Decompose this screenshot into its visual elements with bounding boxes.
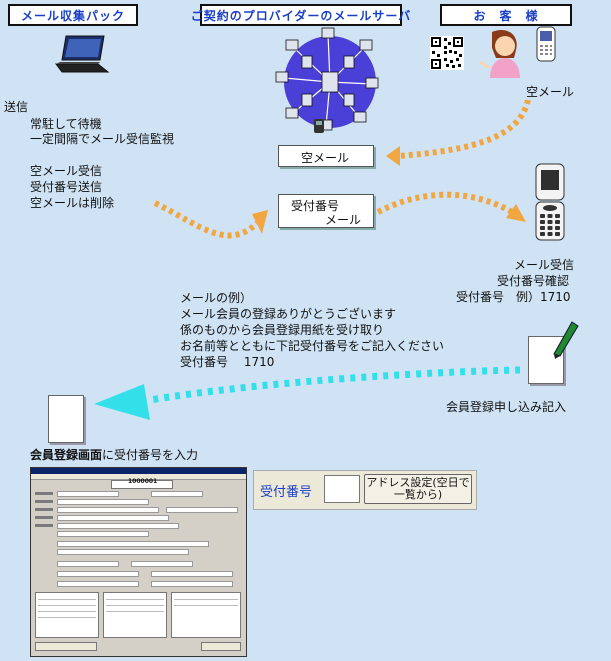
address-setting-button-label: アドレス設定(空日で一覧から): [366, 476, 470, 501]
arrow-customer-to-server: [397, 99, 531, 159]
registration-caption-rest: に受付番号を入力: [102, 448, 199, 462]
arrow-server-to-pack: [153, 200, 265, 239]
thumb-menubar: [31, 474, 246, 480]
arrow-server-to-pack-head: [252, 210, 268, 234]
thumb-field: [57, 531, 149, 537]
note-mail-received: メール受信: [514, 258, 575, 272]
thumb-field: [57, 541, 209, 547]
reception-mail-box: 受付番号 メール: [278, 194, 374, 228]
thumb-grid: [35, 592, 99, 638]
example-mail-line3: 係のものから会員登録用紙を受け取り: [180, 323, 385, 337]
note-application: 会員登録申し込み記入: [446, 400, 567, 414]
registration-paper-icon: [48, 395, 84, 443]
empty-mail-box-label: 空メール: [301, 151, 350, 165]
registration-caption: 会員登録画面に受付番号を入力: [30, 448, 198, 463]
arrow-customer-to-server-head: [386, 146, 400, 166]
thumb-field: [57, 549, 189, 555]
thumb-field: [57, 561, 119, 567]
thumb-field: [57, 507, 159, 513]
note-send-number: 受付番号送信: [30, 180, 103, 194]
thumb-field: [57, 515, 169, 521]
thumb-field: [166, 507, 238, 513]
thumb-field: [151, 581, 233, 587]
mobile-phone-icon: [536, 26, 556, 62]
thumb-field: [151, 571, 233, 577]
header-provider-server: ご契約のプロバイダーのメールサーバ: [191, 4, 410, 26]
note-monitor: 一定間隔でメール受信監視: [30, 132, 175, 146]
laptop-icon: [55, 35, 110, 73]
reception-box-line1: 受付番号: [291, 199, 340, 213]
arrow-reception-to-phone-head: [506, 204, 526, 222]
thumb-grid: [103, 592, 167, 638]
example-mail-line4: お名前等とともに下記受付番号をご記入ください: [180, 339, 445, 353]
thumb-number-text: 1000001: [128, 478, 158, 485]
thumb-field: [57, 491, 119, 497]
server-network-icon: [275, 27, 379, 131]
thumb-titlebar: [31, 468, 246, 474]
thumb-label: [35, 508, 53, 511]
thumb-field: [57, 571, 139, 577]
thumb-button: [201, 642, 241, 651]
header-mail-pack: メール収集パック: [8, 4, 138, 26]
thumb-label: [35, 516, 53, 519]
thumb-label: [35, 500, 53, 503]
empty-mail-box: 空メール: [278, 145, 374, 167]
note-standby: 常駐して待機: [30, 117, 102, 131]
pen-icon: [553, 321, 579, 359]
flip-phone-icon: [535, 163, 565, 241]
thumb-field: [151, 491, 203, 497]
note-customer-empty-mail: 空メール: [526, 85, 575, 99]
arrow-application-to-registration-head: [94, 384, 150, 420]
header-customer: お 客 様: [440, 4, 572, 26]
thumb-field: [131, 561, 193, 567]
customer-person-icon: [479, 30, 520, 78]
registration-screen-thumbnail: 1000001: [30, 467, 247, 657]
thumb-field: [57, 581, 139, 587]
example-mail-line2: メール会員の登録ありがとうございます: [180, 307, 397, 321]
reception-number-input[interactable]: [324, 475, 360, 503]
arrow-reception-to-phone: [376, 191, 514, 215]
application-paper-icon: [528, 336, 564, 384]
example-mail-title: メールの例）: [180, 291, 253, 305]
qr-code-icon: [430, 36, 464, 70]
small-phone-icon: [314, 119, 324, 133]
thumb-button: [35, 642, 97, 651]
address-setting-button[interactable]: アドレス設定(空日で一覧から): [364, 474, 472, 504]
note-empty-mail-received: 空メール受信: [30, 164, 103, 178]
note-check-number: 受付番号確認: [497, 274, 570, 288]
note-delete-empty: 空メールは削除: [30, 196, 115, 210]
registration-caption-bold: 会員登録画面: [30, 448, 103, 462]
reception-number-form: 受付番号 アドレス設定(空日で一覧から): [253, 470, 477, 510]
thumb-field: [57, 523, 179, 529]
send-label: 送信: [4, 100, 29, 114]
reception-box-line2: メール: [325, 213, 362, 227]
thumb-grid: [171, 592, 241, 638]
arrow-application-to-registration: [149, 366, 521, 404]
thumb-label: [35, 524, 53, 527]
thumb-label: [35, 492, 53, 495]
reception-number-label: 受付番号: [260, 485, 313, 500]
thumb-number-field: 1000001: [111, 478, 173, 489]
thumb-field: [57, 499, 149, 505]
example-mail-line5: 受付番号 1710: [180, 355, 275, 369]
note-number-example: 受付番号 例）1710: [456, 290, 571, 304]
